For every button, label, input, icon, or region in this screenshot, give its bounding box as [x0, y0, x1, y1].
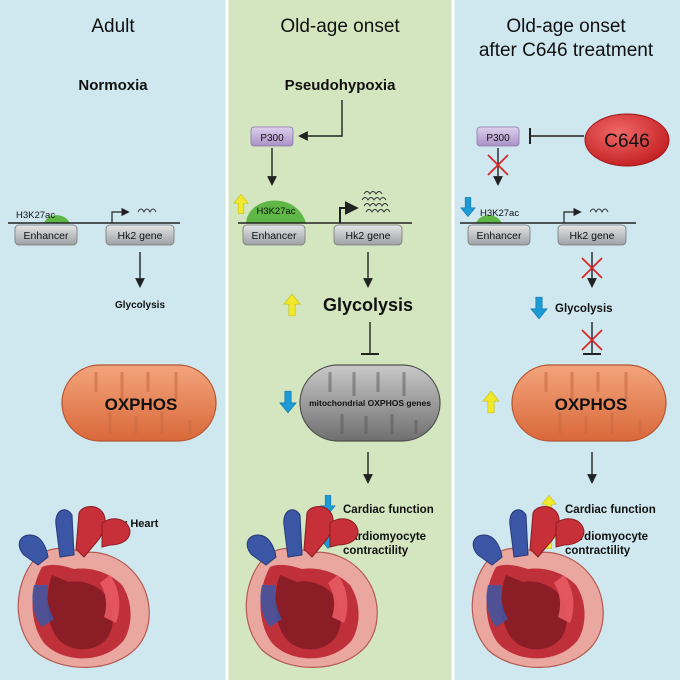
histone-label: H3K27ac — [480, 208, 519, 219]
outcome-label: Cardiomyocyte — [565, 531, 648, 543]
enhancer-box — [467, 224, 531, 246]
pathway-label: Glycolysis — [115, 300, 165, 311]
promoter-arrow — [339, 201, 359, 223]
panel-title: Old-age onset — [280, 16, 400, 37]
gene-label: Hk2 gene — [346, 230, 391, 242]
gene-label: Hk2 gene — [118, 230, 163, 242]
inhibitor-label: C646 — [604, 131, 649, 152]
enhancer-box — [14, 224, 78, 246]
outcome-label: contractility — [343, 545, 409, 557]
mitochondrion-icon — [511, 364, 667, 442]
gene-box — [105, 224, 175, 246]
mitochondrion-icon — [299, 364, 441, 442]
p300-label: P300 — [260, 133, 284, 144]
histone-label: H3K27ac — [256, 206, 295, 217]
condition-label: Normoxia — [78, 77, 148, 94]
promoter-arrow — [563, 207, 582, 223]
mrna-transcript-icon — [361, 191, 391, 213]
pathway-label: Glycolysis — [323, 295, 413, 315]
outcome-label: Cardiomyocyte — [343, 531, 426, 543]
histone-mark — [246, 200, 306, 223]
histone-mark — [476, 215, 502, 223]
mito-label: OXPHOS — [555, 395, 628, 414]
panel-title: Old-age onset — [506, 16, 626, 37]
p300-box — [250, 126, 294, 147]
flow-arrow — [298, 100, 343, 141]
mito-label: OXPHOS — [105, 395, 178, 414]
histone-mark — [44, 215, 70, 223]
histone-label: H3K27ac — [16, 210, 55, 221]
mrna-transcript-icon — [137, 208, 157, 214]
enhancer-label: Enhancer — [24, 230, 69, 242]
outcome-label: contractility — [565, 545, 631, 557]
panel-title: Adult — [91, 16, 135, 37]
panel-adult: Adult Normoxia H3K27ac Enhancer Hk2 gene… — [8, 16, 217, 668]
panel-old-age: Old-age onset Pseudohypoxia P300 H3K27ac… — [233, 16, 441, 668]
panel-title: after C646 treatment — [479, 40, 654, 61]
p300-label: P300 — [486, 133, 510, 144]
enhancer-box — [242, 224, 306, 246]
p300-box — [476, 126, 520, 147]
outcome-label: Cardiac function — [343, 504, 434, 516]
mitochondrion-icon — [61, 364, 217, 442]
gene-box — [557, 224, 627, 246]
panel-c646: Old-age onset after C646 treatment C646 … — [460, 16, 670, 668]
mito-label: mitochondrial OXPHOS genes — [309, 398, 431, 408]
gene-label: Hk2 gene — [570, 230, 615, 242]
c646-inhibitor — [584, 113, 670, 167]
enhancer-label: Enhancer — [252, 230, 297, 242]
enhancer-label: Enhancer — [477, 230, 522, 242]
promoter-arrow — [111, 207, 130, 223]
pathway-label: Glycolysis — [555, 303, 613, 315]
gene-box — [333, 224, 403, 246]
outcome-label: Cardiac function — [565, 504, 656, 516]
condition-label: Pseudohypoxia — [285, 77, 397, 94]
mrna-transcript-icon — [589, 208, 609, 214]
